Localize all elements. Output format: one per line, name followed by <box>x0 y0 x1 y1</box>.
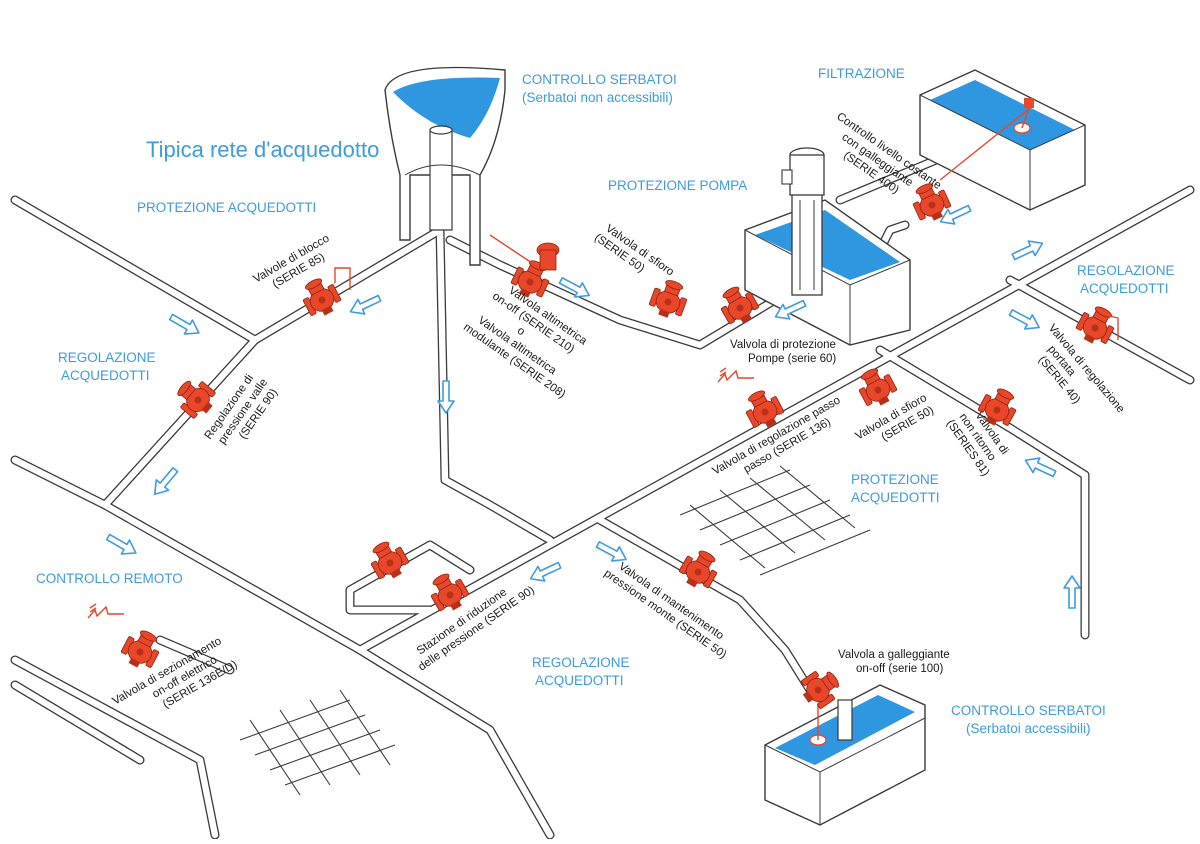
valve-altimetrica <box>489 234 560 304</box>
valve-sezionamento <box>87 603 166 674</box>
label-protezione-pompa: PROTEZIONE POMPA <box>608 178 747 193</box>
label-regolazione-left-1: REGOLAZIONE <box>58 350 156 365</box>
label-protezione-mid-1: PROTEZIONE <box>851 472 939 487</box>
area-labels: CONTROLLO SERBATOI (Serbatoi non accessi… <box>36 66 1175 736</box>
label-altimetrica-3: o <box>515 325 527 339</box>
label-controllo-serbatoi-top-sub: (Serbatoi non accessibili) <box>522 90 673 105</box>
label-protezione-mid-2: ACQUEDOTTI <box>851 490 940 505</box>
label-regolazione-bottom-1: REGOLAZIONE <box>532 655 630 670</box>
ground-tank <box>764 684 926 826</box>
label-pompe-1: Valvola di protezione <box>730 339 836 351</box>
label-regolazione-left-2: ACQUEDOTTI <box>61 368 150 383</box>
valve-portata <box>1072 300 1121 350</box>
label-galleggiante-1: Valvola a galleggiante <box>838 649 950 661</box>
label-controllo-serbatoi-top: CONTROLLO SERBATOI <box>522 72 677 87</box>
label-galleggiante-2: on-off (serie 100) <box>856 663 944 675</box>
street-grid-bottom <box>239 689 396 796</box>
label-filtrazione: FILTRAZIONE <box>818 66 905 81</box>
elevated-tank <box>384 66 506 266</box>
valve-sfioro-top <box>646 275 692 323</box>
valve-blocco <box>296 267 351 322</box>
label-regolazione-right-1: REGOLAZIONE <box>1077 263 1175 278</box>
label-controllo-serbatoi-bottom-sub: (Serbatoi accessibili) <box>966 721 1091 736</box>
label-protezione-acquedotti-left: PROTEZIONE ACQUEDOTTI <box>137 200 316 215</box>
label-regolazione-right-2: ACQUEDOTTI <box>1080 281 1169 296</box>
label-regolazione-bottom-2: ACQUEDOTTI <box>535 673 624 688</box>
pipe-network <box>10 145 1195 840</box>
diagram-title: Tipica rete d'acquedotto <box>146 137 379 162</box>
label-pompe-2: Pompe (serie 60) <box>748 353 836 365</box>
label-controllo-remoto: CONTROLLO REMOTO <box>36 571 183 586</box>
street-grid-center <box>679 465 871 576</box>
filtration-tank <box>919 69 1086 211</box>
label-controllo-serbatoi-bottom: CONTROLLO SERBATOI <box>951 703 1106 718</box>
